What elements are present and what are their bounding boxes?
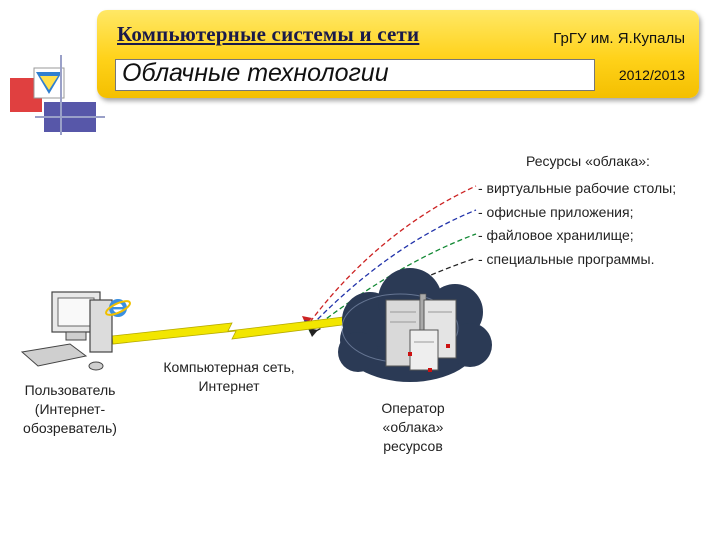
course-title: Компьютерные системы и сети: [117, 22, 420, 46]
user-label-line-2: (Интернет-: [34, 401, 106, 417]
cloud-resources-title: Ресурсы «облака»:: [526, 153, 650, 169]
university-name: ГрГУ им. Я.Купалы: [553, 30, 685, 47]
decor-line-horizontal: [35, 116, 105, 118]
slide-title: Облачные технологии: [122, 59, 389, 87]
cloud-resources-list: - виртуальные рабочие столы; - офисные п…: [478, 177, 676, 271]
resource-item-virtual-desktops: - виртуальные рабочие столы;: [478, 180, 677, 196]
resource-item-file-storage: - файловое хранилище;: [478, 227, 634, 243]
resource-item-office-apps: - офисные приложения;: [478, 203, 634, 220]
network-label-line-1: Компьютерная сеть,: [163, 359, 295, 375]
decor-line-vertical: [60, 55, 62, 135]
slide-title-box: Облачные технологии: [115, 59, 595, 91]
operator-label-line-1: Оператор: [381, 400, 445, 416]
network-label: Компьютерная сеть, Интернет: [144, 358, 314, 396]
browser-icon: [105, 299, 131, 317]
user-label-line-3: обозреватель): [23, 420, 117, 436]
slide-header: Компьютерные системы и сети ГрГУ им. Я.К…: [97, 10, 699, 98]
user-label: Пользователь (Интернет- обозреватель): [8, 381, 132, 438]
operator-label: Оператор «облака» ресурсов: [358, 399, 468, 456]
server-rack-icon: [385, 293, 457, 372]
computer-icon: [20, 291, 113, 371]
academic-year: 2012/2013: [618, 67, 685, 83]
user-label-line-1: Пользователь: [24, 382, 116, 398]
operator-label-line-2: «облака»: [382, 419, 444, 435]
resource-item-special-programs: - специальные программы.: [478, 250, 655, 267]
arrow-office-apps: [311, 209, 477, 326]
network-label-line-2: Интернет: [198, 378, 260, 394]
operator-label-line-3: ресурсов: [383, 438, 443, 454]
arrow-virtual-desktops: [309, 185, 477, 323]
